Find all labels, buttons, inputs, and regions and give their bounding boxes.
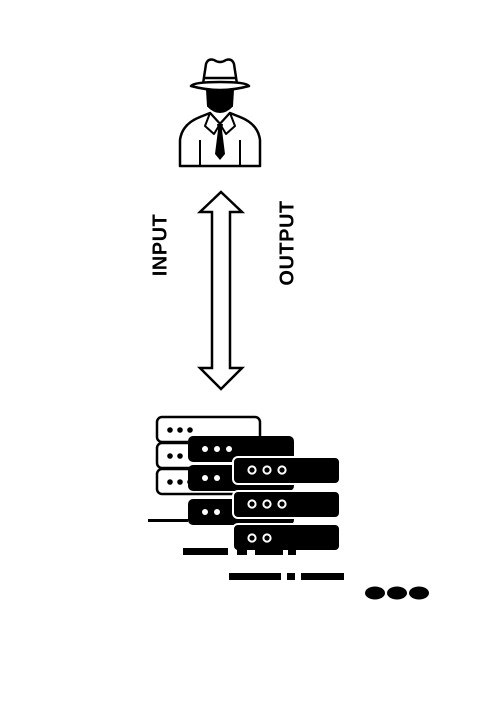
- server-racks-icon: [148, 415, 344, 580]
- input-label: INPUT: [149, 213, 172, 277]
- server-base-lines: [148, 519, 344, 580]
- double-arrow-icon: [196, 190, 246, 391]
- front-server-rack: [232, 456, 341, 552]
- output-label: OUTPUT: [276, 200, 299, 286]
- hacker-spy-icon: [178, 58, 262, 168]
- ellipsis-icon: [365, 586, 429, 600]
